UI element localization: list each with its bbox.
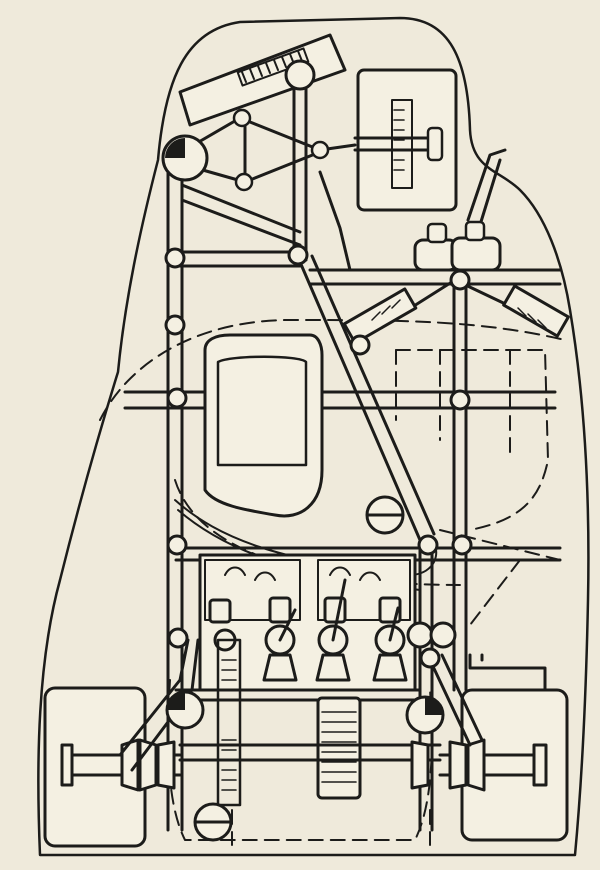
body-outline (37, 16, 590, 857)
right-bracket (468, 653, 547, 692)
seat (203, 333, 324, 518)
brake-cylinders (342, 148, 570, 345)
tank-cap (365, 495, 405, 535)
engine-block (198, 553, 417, 692)
upper-gauge-box (353, 68, 458, 212)
front-axle (60, 638, 548, 792)
frame-joints (164, 244, 473, 669)
lower-cap (193, 802, 233, 842)
gearbox (178, 638, 442, 807)
steering-linkage (161, 33, 357, 192)
